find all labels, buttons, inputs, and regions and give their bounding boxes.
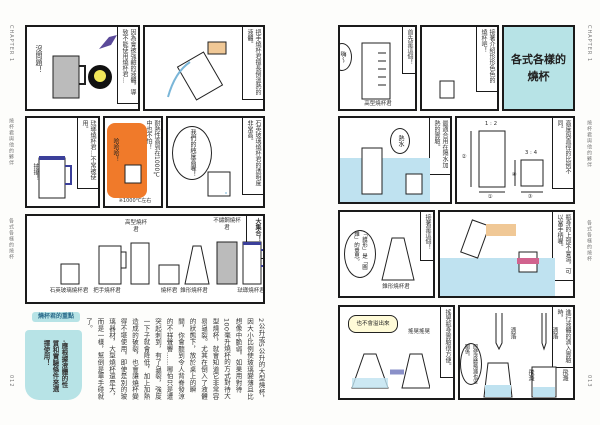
quartz-beaker-icon: [124, 164, 142, 184]
beaker-name-label: 錐形燒杯君: [382, 284, 410, 290]
section-title: 各式各樣的燒杯: [511, 53, 566, 83]
beaker-name-label: 高型燒杯君: [364, 101, 392, 107]
comic-panel-dripping: 進行液體的滴入實驗時， 即使液體飛濺也沒關係。 滴落 滴落 飛濺 飛濺: [458, 305, 575, 400]
conical-beaker-hand-icon: [460, 219, 516, 259]
comic-panel-tall-beaker: 首先是這個！ 嗨～ 高型燒杯君: [338, 25, 417, 111]
tall-beaker-icon: [361, 42, 391, 100]
conical-beakers-drawing: [351, 353, 430, 389]
point-heading: 燒杯君的重點: [32, 312, 80, 322]
lineup-label-tall: 高型燒杯君: [124, 220, 147, 233]
panel-caption: 瓶身的上部不會濕，可以當手柄喔。: [552, 212, 573, 281]
panel-caption: 進行液體的滴入實驗時，: [552, 307, 573, 368]
ratio-mark: ③: [527, 194, 533, 200]
enamel-beaker-icon: [242, 241, 263, 285]
comic-panel-conical: 接著是這個！ 「錐形」是「圓錐」的意思。 錐形燒杯君: [338, 210, 435, 298]
panel-caption: 高度與直徑的比例不同。: [552, 118, 573, 189]
ratio-mark: ④: [511, 172, 517, 178]
floating-beaker-icon: [517, 251, 539, 273]
sfx-splash: 飛濺: [527, 369, 534, 381]
fire-background: [107, 123, 147, 198]
skull-icon: [88, 65, 112, 89]
temperature-note: ※1000℃左右: [118, 198, 152, 204]
panel-caption: 因為會被強鹼的液體，導致不能使用燒杯君…: [117, 27, 138, 104]
lineup-label-quartz: 石英玻璃燒杯君: [49, 288, 89, 294]
bottle-icon: [99, 35, 117, 49]
panel-caption: 接著是這個！: [420, 212, 433, 261]
panel-caption: 石英玻璃燒杯君的透明度非常高。: [242, 118, 263, 195]
quartz-beaker-icon: [207, 171, 231, 197]
lineup-label-conical: 錐形燒杯君: [180, 288, 208, 294]
right-side-topic: 各式各樣的燒杯: [586, 220, 592, 262]
speech-text: 哈哈哈！: [112, 138, 119, 162]
ratio-tall-label: 1 : 2: [484, 121, 498, 127]
comic-panel-water-tub: 瓶身的上部不會濕，可以當手柄喔。: [438, 210, 575, 298]
section-title-panel: 各式各樣的燒杯: [502, 25, 575, 111]
panel-caption: 首先是這個！: [402, 27, 415, 74]
lineup-label-enamel: 琺瑯燒杯君: [237, 288, 265, 294]
speech-text: 抽搐！: [32, 163, 39, 181]
speech-bubble: 我們的純度高喔！: [172, 126, 212, 180]
beaker-lineup-drawing: [60, 241, 238, 285]
stainless-beaker-icon: [52, 55, 86, 99]
sfx-drip: 滴落: [551, 327, 558, 339]
ratio-normal-label: 3 : 4: [524, 150, 538, 156]
handle-beaker-pouring-icon: [167, 41, 227, 101]
comic-panel-handle-beaker: 把手燒杯君擅長倒溫熱的液體。: [143, 25, 265, 111]
left-page-number: 012: [8, 375, 14, 388]
comic-panel-intro: 接著介紹形形色色的燒杯吧！: [420, 25, 499, 111]
comic-panel-quartz-beaker: 石英玻璃燒杯君的透明度非常高。 我們的純度高喔！: [166, 116, 265, 208]
panel-caption: 最適合用在隔水加熱的實驗。: [429, 118, 450, 175]
panel-caption: 把手燒杯君擅長倒溫熱的液體。: [242, 27, 263, 100]
ratio-mark: ①: [487, 194, 493, 200]
left-side-section: 燒杯君與他的夥伴: [8, 118, 14, 166]
ratio-beakers-drawing: [470, 130, 544, 193]
right-side-chapter: CHAPTER 1: [586, 25, 592, 63]
sfx-text: 搖晃搖晃: [407, 329, 430, 335]
left-side-chapter: CHAPTER 1: [8, 25, 14, 63]
speech-bubble: 熱水: [390, 128, 410, 154]
enamel-beaker-icon: [38, 156, 72, 199]
lineup-label-beaker: 燒杯君: [160, 288, 178, 294]
panel-caption: 耐熱性高到在1000℃中也不怕！: [145, 120, 160, 179]
body-text: 2公升或5公升的大型燒杯，因大小比例使玻璃變薄且比想像中脆弱。如果用對待100毫…: [84, 318, 266, 402]
lineup-label-handle: 把手燒杯君: [93, 288, 121, 294]
right-page-number: 013: [586, 375, 592, 388]
comic-panel-strong-alkali: 因為會被強鹼的液體，導致不能使用燒杯君… 沒問題！: [25, 25, 140, 111]
comic-panel-ratio: 高度與直徑的比例不同。 1 : 2 3 : 4 ② ① ④ ③: [455, 116, 575, 204]
comic-panel-lineup: 大集合！ 石英玻璃燒杯君 把手燒杯君 高型燒杯君 燒杯君 錐形燒杯君 不鏽鋼燒杯…: [25, 214, 265, 304]
speech-bubble: 即使液體飛濺也沒關係。: [460, 343, 482, 385]
speech-bubble: 嗨～: [340, 43, 352, 71]
point-text: ‧應根據液體的性質和實驗條件來選擇使用！: [42, 340, 68, 392]
speech-bubble: 「錐形」是「圓錐」的意思。: [344, 230, 376, 278]
conical-beaker-icon: [381, 237, 415, 281]
pipettes-and-beakers-drawing: [483, 313, 557, 398]
left-page: CHAPTER 1 燒杯君與他的夥伴 各式各樣的燒杯 012 因為會被強鹼的液體…: [8, 25, 266, 402]
comic-panel-enamel-beaker: 琺瑯燒杯君…不常被使用。 抽搐！: [25, 116, 100, 208]
comic-panel-heat-resistant: 耐熱性高到在1000℃中也不怕！ 哈哈哈！ ※1000℃左右: [103, 116, 163, 208]
sfx-splash: 飛濺: [561, 369, 568, 381]
right-page: CHAPTER 1 燒杯君與他的夥伴 各式各樣的燒杯 013 首先是這個！ 嗨～…: [300, 0, 600, 425]
speech-burst: 也不會溢出來: [348, 315, 398, 333]
left-side-topic: 各式各樣的燒杯: [8, 218, 14, 260]
speech-text: 沒問題！: [35, 45, 43, 73]
tall-beaker-icon: [361, 147, 383, 195]
ratio-mark: ②: [461, 154, 467, 160]
panel-caption: 搖晃瓶身實驗很方便。: [440, 307, 453, 378]
panel-caption: 琺瑯燒杯君…不常被使用。: [77, 118, 98, 189]
comic-panel-shaking: 搖晃瓶身實驗很方便。 也不會溢出來 搖晃搖晃: [338, 305, 455, 400]
point-box: ‧應根據液體的性質和實驗條件來選擇使用！: [25, 330, 82, 400]
sfx-drip: 滴落: [509, 327, 516, 339]
panel-caption: 接著介紹形形色色的燒杯吧！: [476, 27, 497, 92]
beaker-icon: [405, 173, 423, 195]
right-side-section: 燒杯君與他的夥伴: [586, 120, 592, 168]
comic-panel-water-bath: 最適合用在隔水加熱的實驗。 熱水: [338, 116, 452, 204]
beaker-icon: [439, 80, 455, 99]
lineup-label-stainless: 不鏽鋼燒杯君: [213, 218, 241, 231]
